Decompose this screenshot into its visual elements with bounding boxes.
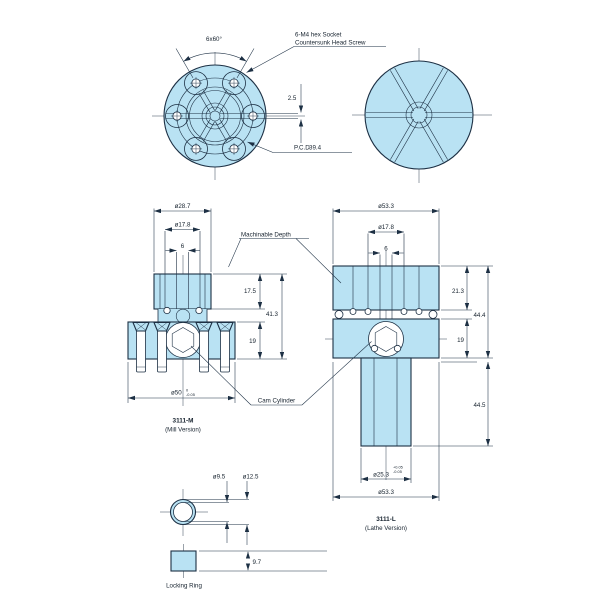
lathe-bore-lines xyxy=(352,233,420,323)
ring-projection-lines xyxy=(184,481,250,545)
lathe-shank-length-text: 44.5 xyxy=(473,402,486,409)
machinable-depth-callout: Machinable Depth xyxy=(228,232,342,284)
back-slots xyxy=(366,67,472,163)
lathe-dia-bottom-text: ø53.3 xyxy=(378,489,394,496)
ring-bore xyxy=(173,502,193,522)
ring-height-text: 9.7 xyxy=(253,559,262,566)
screw-note: 6-M4 hex Socket Countersunk Head Screw xyxy=(246,32,386,73)
mill-dia-base-text: ø50 xyxy=(171,390,182,397)
mill-cam-hex xyxy=(165,322,201,358)
flange-outline xyxy=(163,64,267,168)
mill-overall-text: 41.3 xyxy=(266,311,279,318)
ring-dia-outer-text: ø12.5 xyxy=(243,474,259,481)
mill-dia-top-text: ø28.7 xyxy=(175,203,191,210)
angle-dimension xyxy=(175,48,255,79)
back-view xyxy=(352,48,492,183)
mill-base-tol-upper: 0 xyxy=(186,388,189,393)
callouts: Machinable Depth Cam Cylinder xyxy=(190,232,372,406)
mill-dimension-lines xyxy=(127,208,287,403)
angle-note-text: 6x60° xyxy=(206,36,222,43)
mill-dia-bore-text: ø17.8 xyxy=(175,222,191,229)
back-outline xyxy=(364,60,474,170)
lathe-top-block xyxy=(332,265,440,311)
screw-note-line1: 6-M4 hex Socket xyxy=(295,32,342,39)
mill-top-block xyxy=(153,273,212,310)
lathe-section-view: ø53.3 ø17.8 6 21.3 44.4 19 44.5 ø25.3 +0… xyxy=(325,203,493,532)
slot-width-dimension: 2.5 xyxy=(288,84,304,143)
mill-section-view: ø28.7 ø17.8 6 17.5 41.3 19 ø50 0 -0.05 3… xyxy=(127,203,287,434)
mill-screws xyxy=(132,321,234,373)
lathe-shank xyxy=(360,357,412,447)
pcd-value-text: 39.4 xyxy=(309,145,322,152)
lathe-depth-text: 21.3 xyxy=(452,288,465,295)
screw-note-line2: Countersunk Head Screw xyxy=(295,40,366,47)
ring-side-view xyxy=(170,550,197,572)
ring-height-dimension xyxy=(199,550,327,572)
back-center-circles xyxy=(405,101,433,129)
lathe-cam-height-text: 19 xyxy=(457,337,464,344)
lathe-model-text: 3111-L xyxy=(376,516,396,523)
mill-depth-text: 17.5 xyxy=(244,288,257,295)
mill-model-text: 3111-M xyxy=(173,418,194,425)
lathe-dia-shank-text: ø25.3 xyxy=(373,472,389,479)
cam-cylinder-callout: Cam Cylinder xyxy=(190,341,372,406)
pcd-label-text: P.C.D xyxy=(294,145,310,152)
mill-base-tol-lower: -0.05 xyxy=(186,392,195,397)
screw-holes xyxy=(165,71,265,161)
lathe-dia-bore-text: ø17.8 xyxy=(378,224,394,231)
mill-cam-height-text: 19 xyxy=(249,338,256,345)
lathe-cam-hex xyxy=(368,321,404,357)
slot-width-text: 2.5 xyxy=(288,95,297,102)
lathe-shank-tol-lower: -0.05 xyxy=(393,469,402,474)
ring-dia-inner-text: ø9.5 xyxy=(213,474,226,481)
locking-ring-view: ø9.5 ø12.5 9.7 Locking Ring xyxy=(160,474,327,590)
lathe-shank-tol-upper: +0.05 xyxy=(393,465,403,470)
locking-ring-label: Locking Ring xyxy=(166,583,202,590)
machinable-depth-text: Machinable Depth xyxy=(241,232,291,239)
lathe-variant-text: (Lathe Version) xyxy=(365,525,407,532)
lathe-shank-lines xyxy=(373,358,398,446)
pcd-dimension: P.C.D 39.4 xyxy=(247,141,352,153)
lathe-center-hole-text: 6 xyxy=(384,246,388,253)
lathe-slit xyxy=(334,308,438,319)
mill-waist xyxy=(157,306,208,324)
mill-center-hole-text: 6 xyxy=(181,243,185,250)
lathe-upper-overall-text: 44.4 xyxy=(473,312,486,319)
mill-variant-text: (Mill Version) xyxy=(165,427,201,434)
lathe-dia-top-text: ø53.3 xyxy=(378,203,394,210)
flange-slots xyxy=(198,90,232,142)
cam-cylinder-text: Cam Cylinder xyxy=(258,398,295,405)
front-view: 6x60° 6-M4 hex Socket Countersunk Head S… xyxy=(152,32,386,180)
lathe-dimension-lines xyxy=(332,208,493,501)
